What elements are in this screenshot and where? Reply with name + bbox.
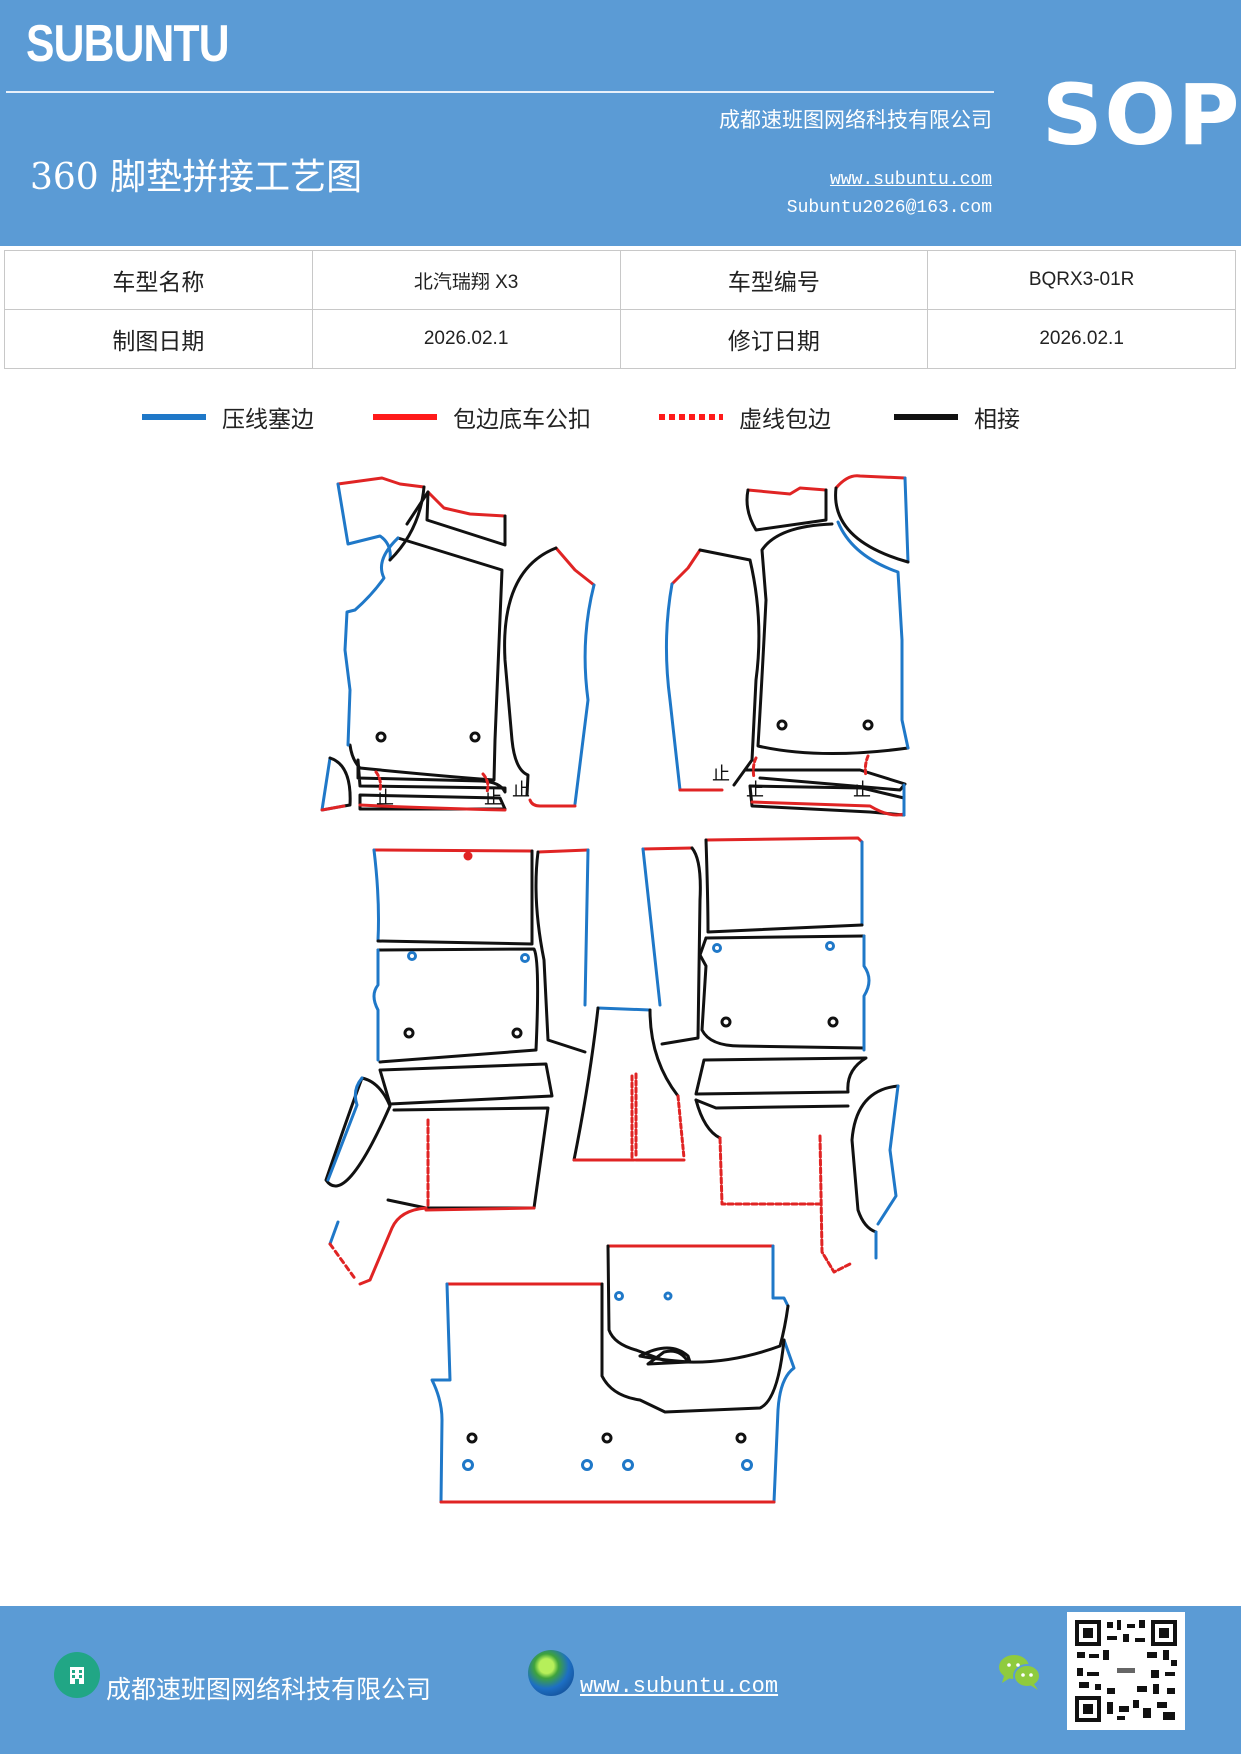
draw-date-value: 2026.02.1 xyxy=(311,309,621,369)
legend-label: 压线塞边 xyxy=(222,407,314,433)
model-code-label: 车型编号 xyxy=(619,250,929,310)
revision-date-label: 修订日期 xyxy=(619,309,929,369)
legend-item-dashed-binding: 虚线包边 xyxy=(659,400,831,434)
legend-label: 包边底车公扣 xyxy=(453,407,591,433)
header-banner xyxy=(0,0,1241,246)
red-dotted-swatch xyxy=(659,414,723,420)
black-line-swatch xyxy=(894,414,958,420)
model-name-label: 车型名称 xyxy=(4,250,313,310)
line-legend: 压线塞边 包边底车公扣 虚线包边 相接 xyxy=(0,400,1241,440)
trunk-mat-set xyxy=(430,1244,796,1504)
floor-mat-diagram: 止 止 止 止 止 止 xyxy=(320,474,910,1504)
legend-label: 虚线包边 xyxy=(739,407,831,433)
svg-text:止: 止 xyxy=(746,780,764,801)
brand-logo: SUBUNTU xyxy=(26,15,230,73)
legend-item-joint: 相接 xyxy=(894,400,1020,434)
page-title: 360 脚垫拼接工艺图 xyxy=(30,157,363,198)
revision-date-value: 2026.02.1 xyxy=(927,309,1236,369)
legend-label: 相接 xyxy=(974,407,1020,433)
header-divider xyxy=(6,91,994,93)
table-row: 车型名称 北汽瑞翔 X3 车型编号 BQRX3-01R xyxy=(4,250,1236,310)
footer-company-name: 成都速班图网络科技有限公司 xyxy=(106,1675,432,1704)
header-website-link[interactable]: www.subuntu.com xyxy=(829,170,992,190)
svg-text:止: 止 xyxy=(376,788,394,809)
second-row-left-mat-set xyxy=(324,848,590,1286)
wechat-icon xyxy=(996,1652,1044,1696)
blue-line-swatch xyxy=(142,414,206,420)
svg-text:止: 止 xyxy=(712,764,730,785)
footer-website-link[interactable]: www.subuntu.com xyxy=(580,1674,779,1699)
second-row-right-mat-set xyxy=(641,836,900,1274)
header-email: Subuntu2026@163.com xyxy=(786,198,992,218)
qr-code xyxy=(1067,1612,1185,1730)
svg-text:止: 止 xyxy=(853,780,871,801)
front-right-mat-set: 止 止 止 xyxy=(664,474,910,817)
center-tunnel-piece xyxy=(572,1006,686,1162)
front-left-mat-set: 止 止 止 xyxy=(320,476,596,812)
model-name-value: 北汽瑞翔 X3 xyxy=(311,250,621,310)
header-company-name: 成都速班图网络科技有限公司 xyxy=(719,108,992,132)
table-row: 制图日期 2026.02.1 修订日期 2026.02.1 xyxy=(4,309,1236,369)
draw-date-label: 制图日期 xyxy=(4,309,313,369)
sop-badge: SOP xyxy=(1042,66,1241,164)
legend-item-edge-binding: 包边底车公扣 xyxy=(373,400,591,434)
red-line-swatch xyxy=(373,414,437,420)
model-code-value: BQRX3-01R xyxy=(927,250,1236,310)
svg-text:止: 止 xyxy=(512,780,530,801)
vehicle-info-table: 车型名称 北汽瑞翔 X3 车型编号 BQRX3-01R 制图日期 2026.02… xyxy=(4,250,1236,369)
legend-item-press-line: 压线塞边 xyxy=(142,400,314,434)
svg-text:止: 止 xyxy=(484,788,502,809)
building-icon xyxy=(54,1652,100,1698)
globe-icon xyxy=(528,1650,574,1696)
